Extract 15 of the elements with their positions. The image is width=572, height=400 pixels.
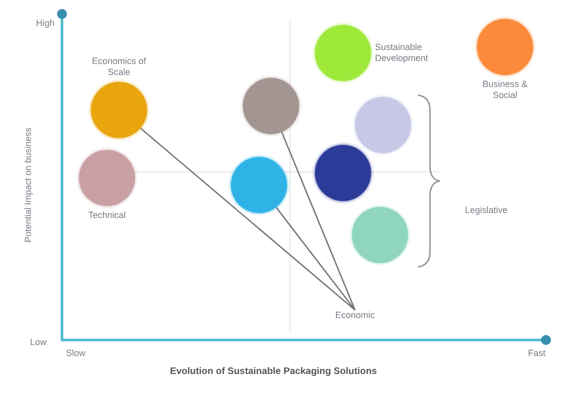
circle-label: Sustainable Development [375,42,430,64]
axis-title: Potential Impact on business [23,127,33,243]
category-label: Economic [334,310,376,321]
axis-label: High [36,18,55,28]
axis-title: Evolution of Sustainable Packaging Solutions [170,366,377,377]
axis-label: Fast [528,348,546,358]
connector-line [140,128,356,311]
circle-label: Economics of Scale [91,56,147,78]
connector-line [276,206,356,310]
axis-label: Legislative [465,205,508,215]
circle-label: Business & Social [481,79,529,101]
circle-label: Technical [87,210,127,221]
axis-label: Low [30,337,47,347]
axis-label: Slow [66,348,86,358]
connector-line [281,132,356,310]
